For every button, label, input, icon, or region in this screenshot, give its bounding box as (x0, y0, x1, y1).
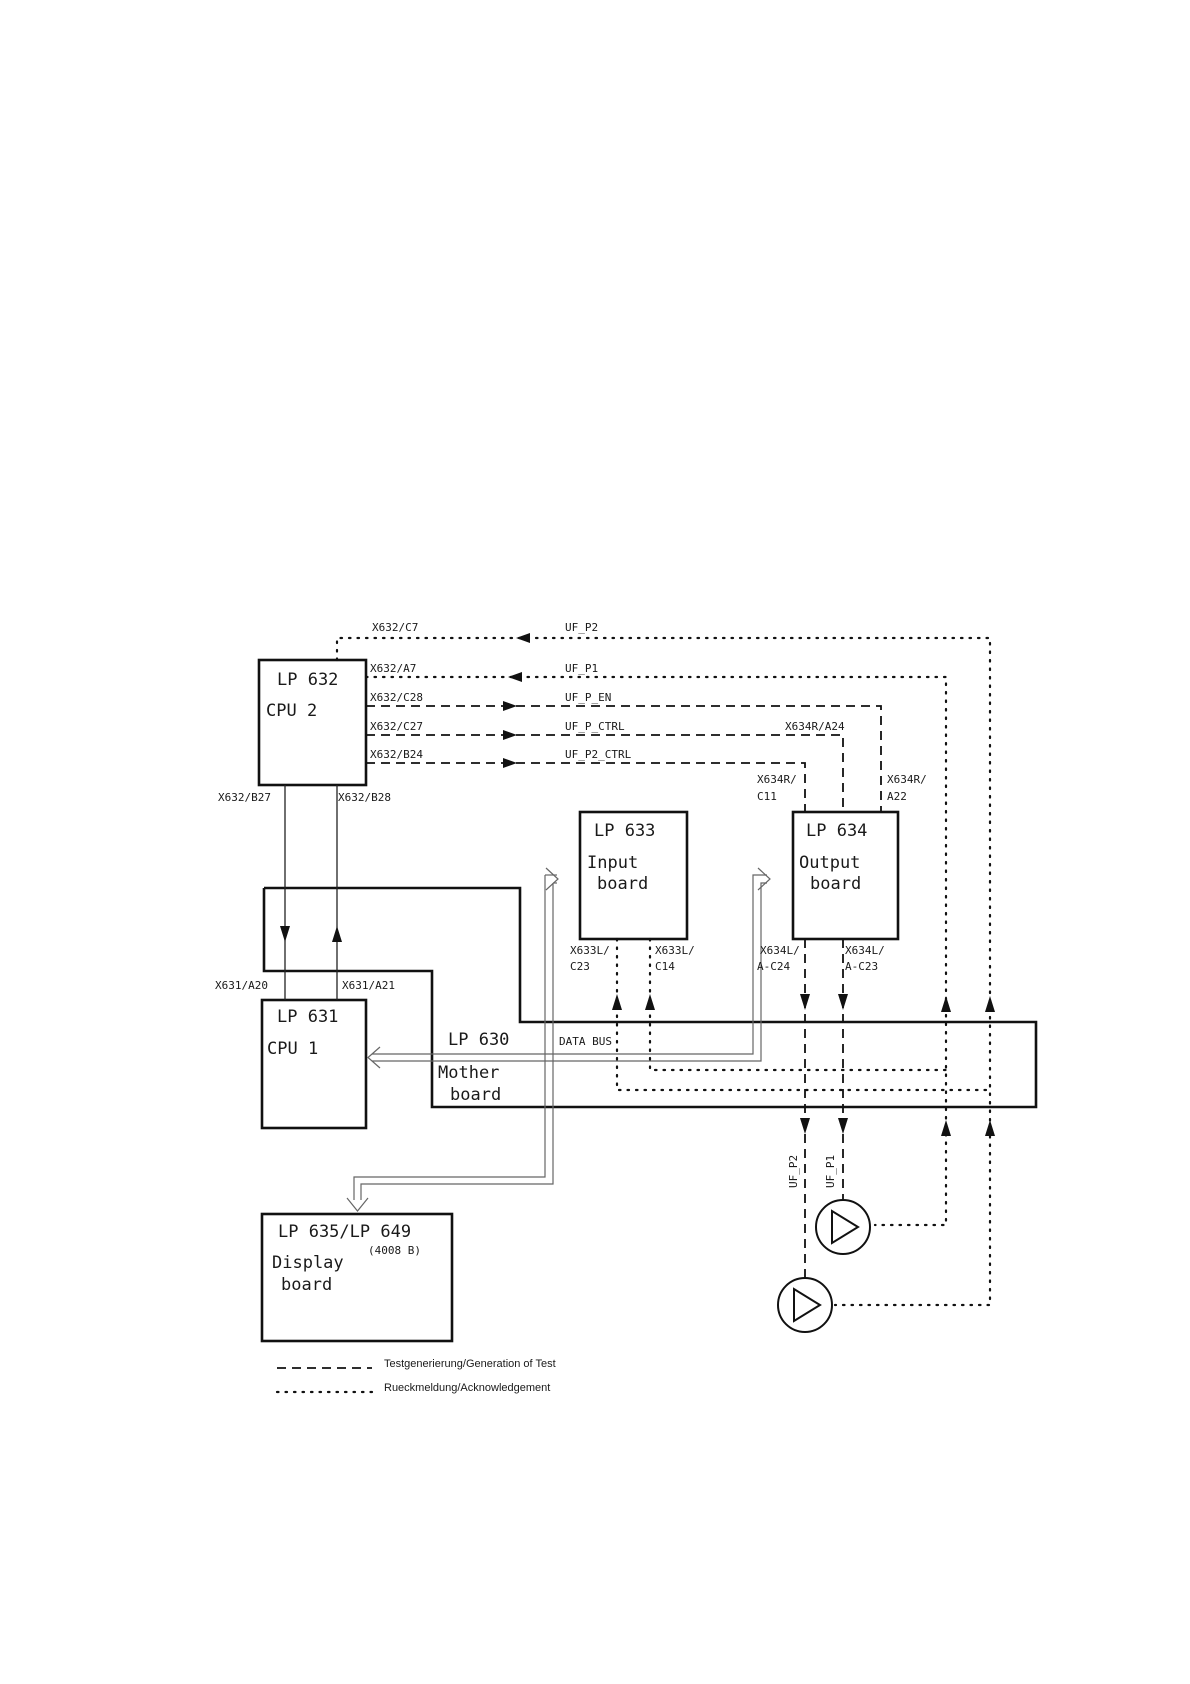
pin-label-x634r-c11-line1: X634R/ (757, 773, 797, 786)
pin-label-x633l-c23-line1: X633L/ (570, 944, 610, 957)
pin-label-x632-a7: X632/A7 (370, 662, 416, 675)
signal-label-uf-p-ctrl: UF_P_CTRL (565, 720, 625, 733)
signal-label-uf-p2: UF_P2 (565, 621, 598, 634)
cpu1-board-id: LP 631 (277, 1007, 338, 1027)
mother-board-outline (262, 886, 1038, 1109)
input-board-box (578, 810, 689, 941)
pin-label-x633l-c23-line2: C23 (570, 960, 590, 973)
display-board-name-line1: Display (272, 1253, 344, 1273)
mother-board-name-line1: Mother (438, 1063, 499, 1083)
cpu1-board-box (260, 998, 368, 1130)
display-board-name-line2: board (281, 1275, 332, 1295)
input-board-name-line2: board (597, 874, 648, 894)
signal-label-uf-p-en: UF_P_EN (565, 691, 611, 704)
pin-label-x634r-a22-line1: X634R/ (887, 773, 927, 786)
pin-label-x632-c28: X632/C28 (370, 691, 423, 704)
cpu-link-lines (280, 785, 342, 1000)
output-board-box (791, 810, 900, 941)
mother-board-id: LP 630 (448, 1030, 509, 1050)
data-bus-label: DATA BUS (559, 1035, 612, 1048)
pin-label-x632-c7: X632/C7 (372, 621, 418, 634)
display-board-id: LP 635/LP 649 (278, 1222, 411, 1242)
pin-label-x634l-ac23-line2: A-C23 (845, 960, 878, 973)
display-board-note: (4008 B) (368, 1244, 421, 1257)
data-bus-lines (346, 867, 771, 1212)
pin-label-x634r-a22-line2: A22 (887, 790, 907, 803)
output-board-name-line1: Output (799, 853, 860, 873)
mother-board-name-line2: board (450, 1085, 501, 1105)
cpu2-board-name: CPU 2 (266, 701, 317, 721)
signal-label-uf-p2-ctrl: UF_P2_CTRL (565, 748, 632, 761)
uf-p1-feedback-line (364, 675, 948, 1227)
input-board-id: LP 633 (594, 821, 655, 841)
input-c14-feedback-line (648, 937, 948, 1072)
legend-dot-text: Rueckmeldung/Acknowledgement (384, 1382, 550, 1394)
pin-label-x634r-c11-line2: C11 (757, 790, 777, 803)
cpu2-board-box (257, 658, 368, 787)
pin-label-x634l-ac24-line2: A-C24 (757, 960, 790, 973)
pump-p1-icon (815, 1199, 871, 1255)
pin-label-x632-b24: X632/B24 (370, 748, 423, 761)
uf-p-en-line (366, 705, 882, 812)
pin-label-x634l-ac24-line1: X634L/ (760, 944, 800, 957)
pump-p2-signal-label: UF_P2 (787, 1155, 800, 1188)
pin-label-x632-c27: X632/C27 (370, 720, 423, 733)
cpu2-board-id: LP 632 (277, 670, 338, 690)
signal-label-uf-p1: UF_P1 (565, 662, 598, 675)
pin-label-x631-a20: X631/A20 (215, 979, 268, 992)
pin-label-x633l-c14-line2: C14 (655, 960, 675, 973)
pump-p2-icon (777, 1277, 833, 1333)
uf-p2-ctrl-line (366, 762, 806, 812)
pin-label-x634l-ac23-line1: X634L/ (845, 944, 885, 957)
pin-label-x632-b27: X632/B27 (218, 791, 271, 804)
pin-label-x632-b28: X632/B28 (338, 791, 391, 804)
pin-label-x631-a21: X631/A21 (342, 979, 395, 992)
pin-label-x634r-a24: X634R/A24 (785, 720, 845, 733)
pump-p1-signal-label: UF_P1 (824, 1155, 837, 1188)
pin-label-x633l-c14-line1: X633L/ (655, 944, 695, 957)
legend-dash-text: Testgenerierung/Generation of Test (384, 1358, 556, 1370)
cpu1-board-name: CPU 1 (267, 1039, 318, 1059)
uf-p-ctrl-line (366, 734, 844, 812)
output-board-id: LP 634 (806, 821, 867, 841)
uf-p2-feedback-line (335, 636, 992, 1307)
output-board-name-line2: board (810, 874, 861, 894)
input-board-name-line1: Input (587, 853, 638, 873)
display-board-box (260, 1212, 454, 1343)
input-c23-feedback-line (615, 937, 992, 1092)
